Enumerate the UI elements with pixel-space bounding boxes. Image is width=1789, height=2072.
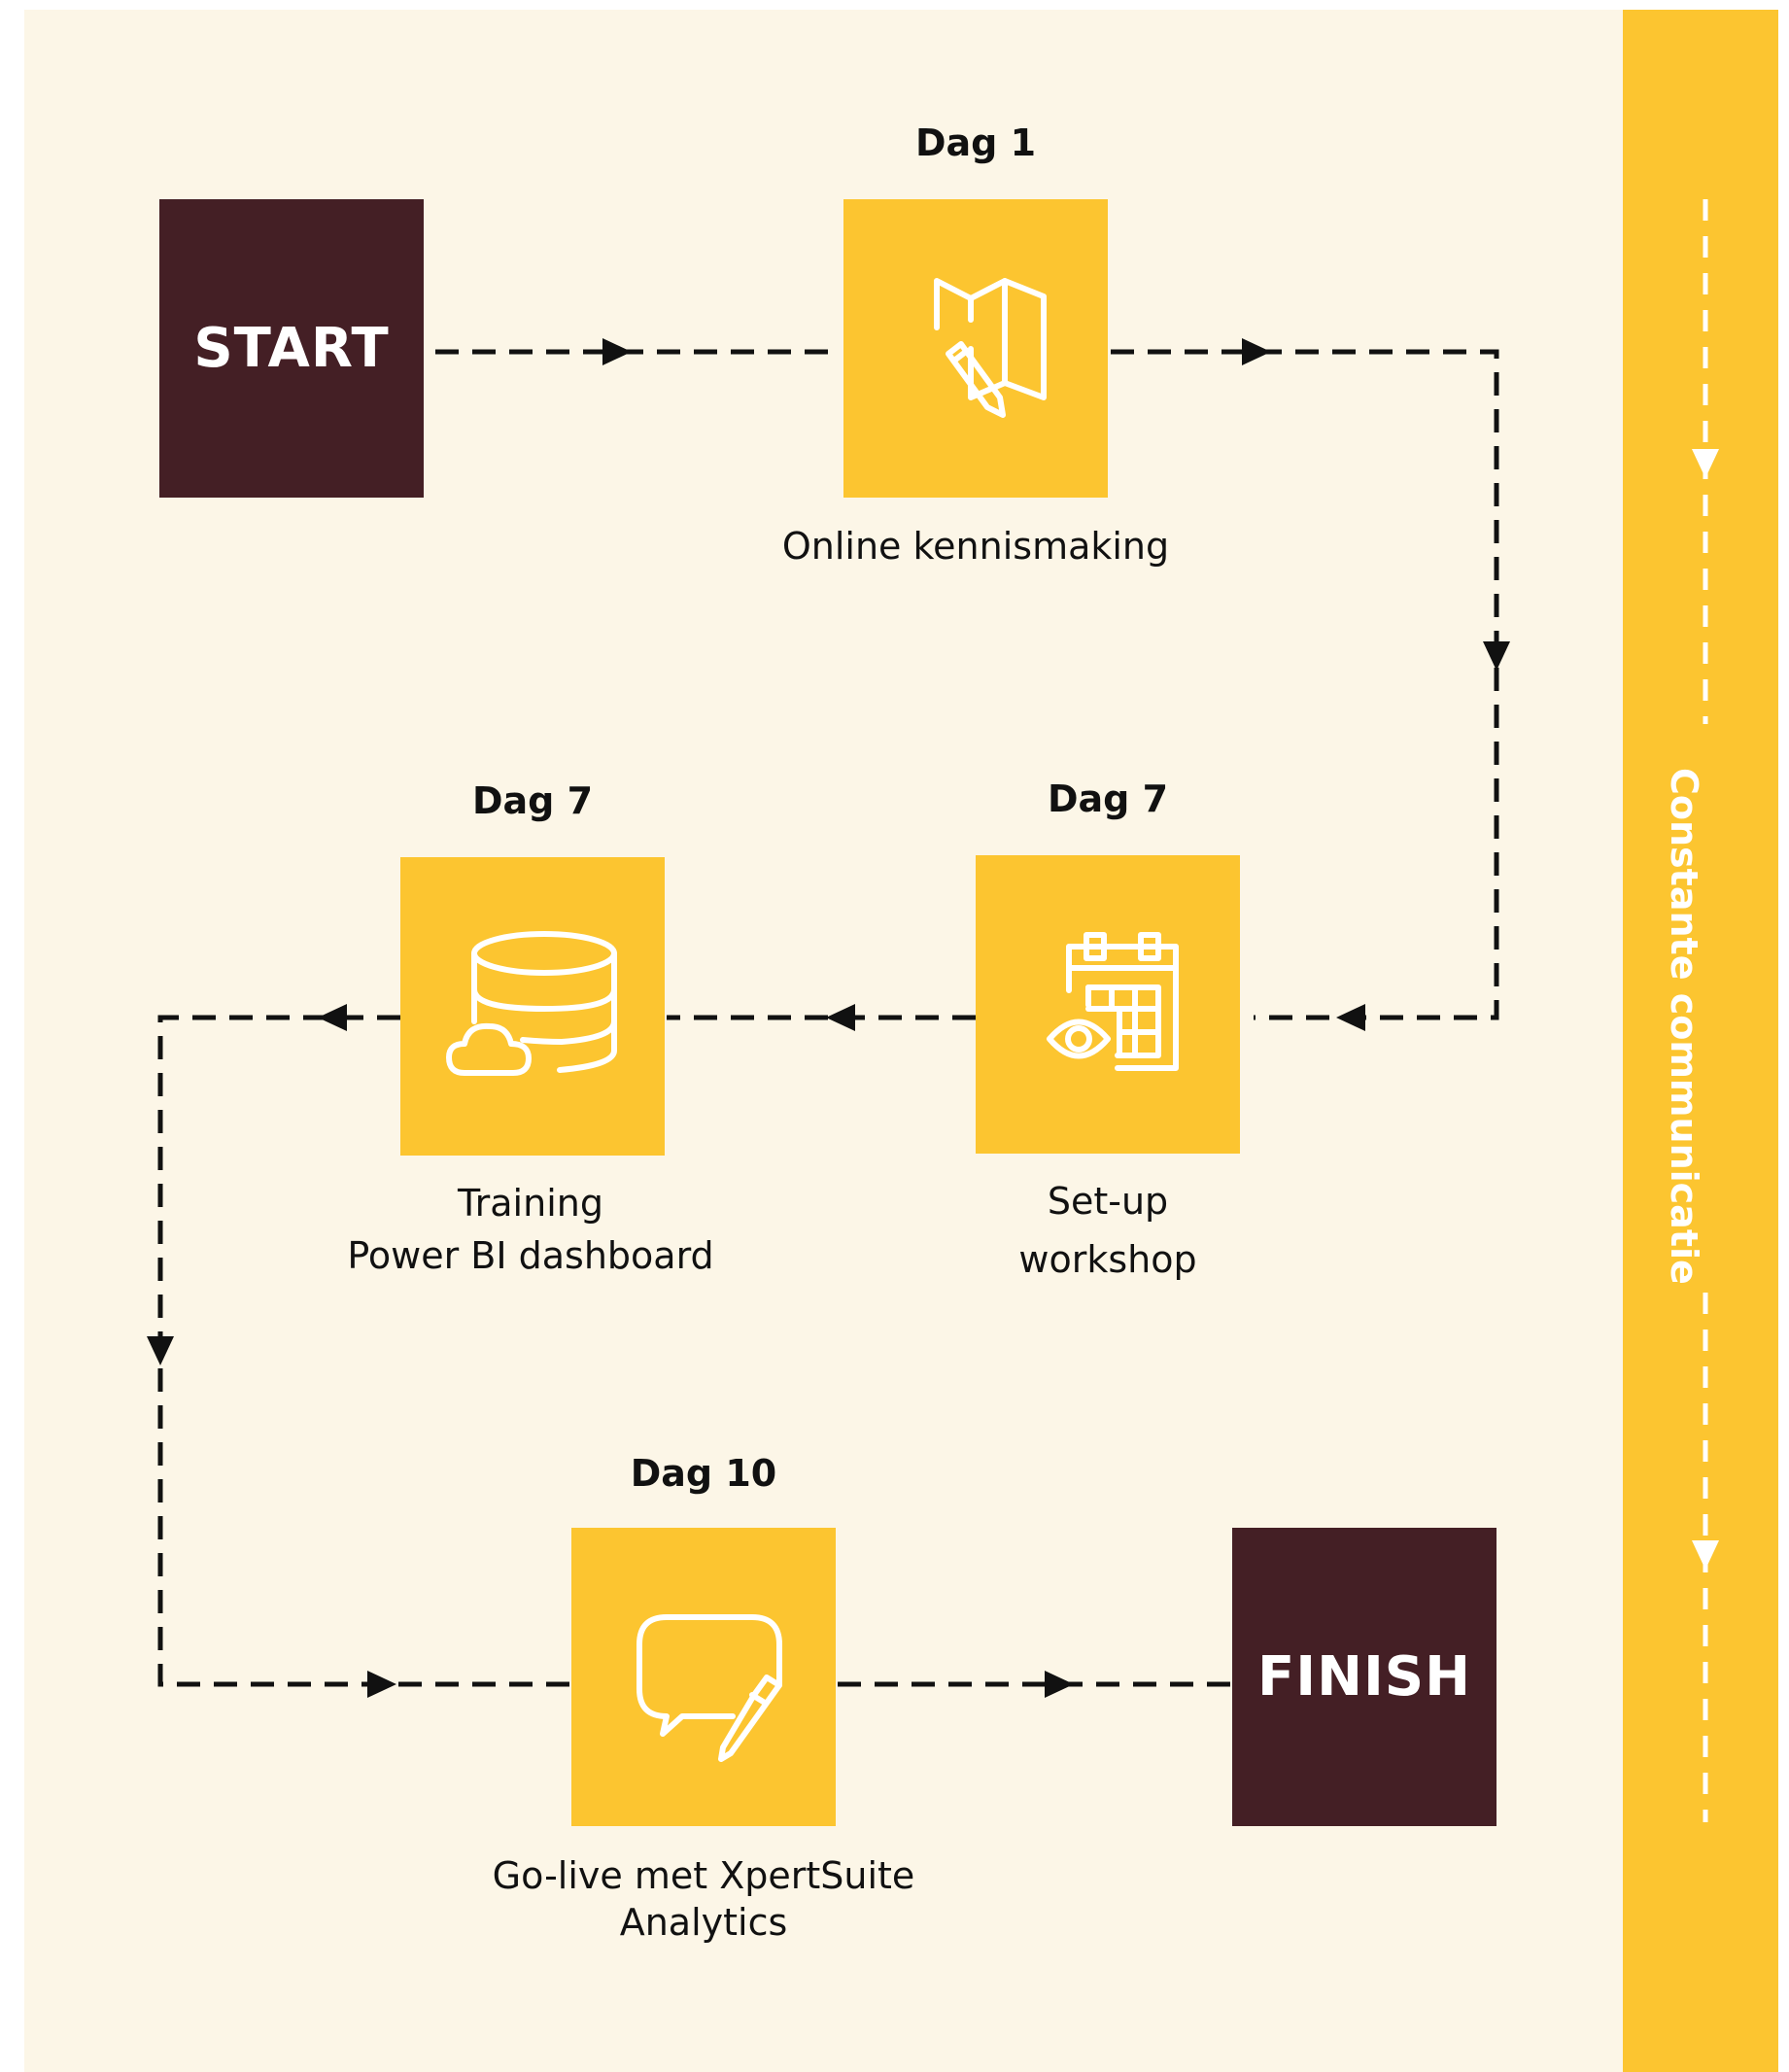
sidebar-communication [1623, 10, 1778, 2072]
step-day-label: Dag 7 [1047, 777, 1169, 820]
step-caption: Training Power BI dashboard [282, 1178, 779, 1281]
sidebar-arrow-down-2 [1692, 1540, 1719, 1570]
caption-line: Power BI dashboard [347, 1234, 714, 1277]
caption-line: Set-up [1047, 1180, 1169, 1223]
sidebar-label: Constante communicatie [1663, 768, 1705, 1285]
step-box-go-live [571, 1528, 836, 1826]
caption-line: workshop [1018, 1238, 1197, 1281]
step-day-label: Dag 7 [471, 779, 594, 822]
start-label: START [193, 317, 390, 380]
map-pencil-icon [934, 277, 1047, 418]
finish-label: FINISH [1257, 1645, 1471, 1709]
step-caption: Online kennismaking [746, 521, 1205, 571]
arrow-right-4 [1045, 1671, 1074, 1698]
step-day-label: Dag 10 [630, 1452, 777, 1495]
sidebar-arrow-down-1 [1692, 449, 1719, 478]
connector-dag1-to-setup [1111, 349, 1499, 1020]
step-box-online-kennismaking [843, 199, 1108, 498]
arrow-down-1 [1483, 641, 1510, 671]
database-cloud-icon [446, 930, 617, 1076]
caption-line: Online kennismaking [781, 525, 1170, 568]
start-box: START [159, 199, 424, 498]
step-box-training [400, 857, 665, 1156]
step-day-label: Dag 1 [914, 121, 1037, 164]
arrow-left-2 [826, 1004, 855, 1031]
caption-line: Go-live met XpertSuite [492, 1854, 915, 1897]
step-caption: Set-up workshop [927, 1176, 1289, 1285]
arrow-right-1 [602, 338, 632, 365]
arrow-right-3 [367, 1671, 396, 1698]
step-box-setup-workshop [976, 855, 1240, 1154]
speech-bubble-pencil-icon [636, 1613, 782, 1762]
arrow-left-1 [1336, 1004, 1365, 1031]
step-caption: Go-live met XpertSuite Analytics [431, 1850, 976, 1948]
arrow-right-2 [1242, 338, 1271, 365]
finish-box: FINISH [1232, 1528, 1497, 1826]
arrow-down-2 [147, 1336, 174, 1365]
arrow-left-3 [318, 1004, 347, 1031]
caption-line: Training [458, 1182, 603, 1225]
caption-line: Analytics [619, 1901, 788, 1944]
calendar-eye-icon [1047, 931, 1179, 1071]
